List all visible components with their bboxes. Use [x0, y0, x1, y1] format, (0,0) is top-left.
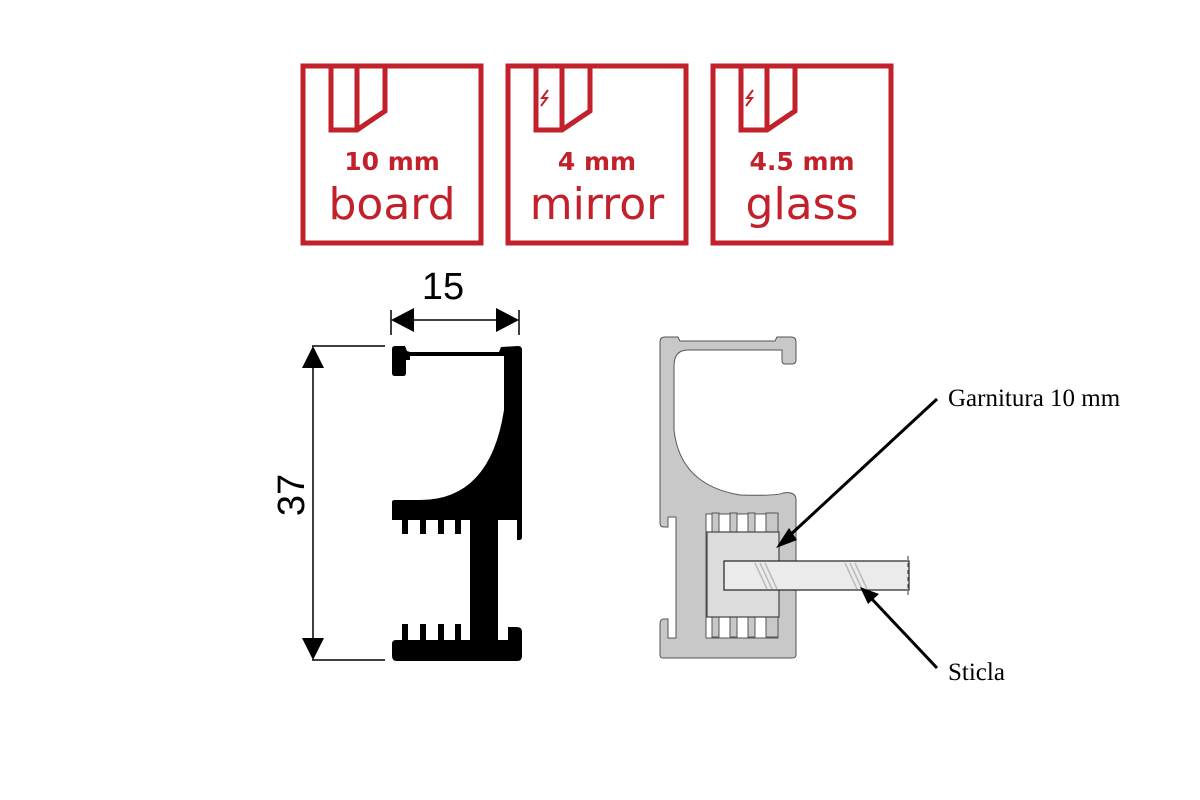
badge-board-thickness: 10 mm: [344, 147, 440, 176]
width-label: 15: [422, 266, 464, 308]
width-dimension: 15: [390, 266, 520, 335]
badge-glass-material: glass: [746, 179, 859, 230]
badge-glass-thickness: 4.5 mm: [749, 147, 854, 176]
badge-mirror-material: mirror: [530, 179, 665, 230]
gasket-callout-arrow: [776, 397, 939, 548]
board-edge-icon: [328, 66, 388, 133]
glass-pane: [723, 560, 910, 591]
gasket-callout-label: Garnitura 10 mm: [948, 385, 1121, 412]
badge-board-material: board: [328, 179, 455, 230]
glass-callout-arrow: [860, 587, 939, 670]
height-dimension: 37: [271, 345, 385, 661]
gray-profile-assembly: [659, 336, 910, 659]
height-label: 37: [271, 474, 313, 516]
black-profile-section: [392, 346, 522, 661]
glass-callout-label: Sticla: [948, 659, 1005, 686]
badge-mirror-thickness: 4 mm: [558, 147, 636, 176]
badge-glass: 4.5 mm glass: [710, 63, 894, 246]
badge-board: 10 mm board: [300, 63, 484, 246]
mirror-edge-icon: [533, 66, 593, 133]
glass-edge-icon: [738, 66, 798, 133]
badge-mirror: 4 mm mirror: [505, 63, 689, 246]
